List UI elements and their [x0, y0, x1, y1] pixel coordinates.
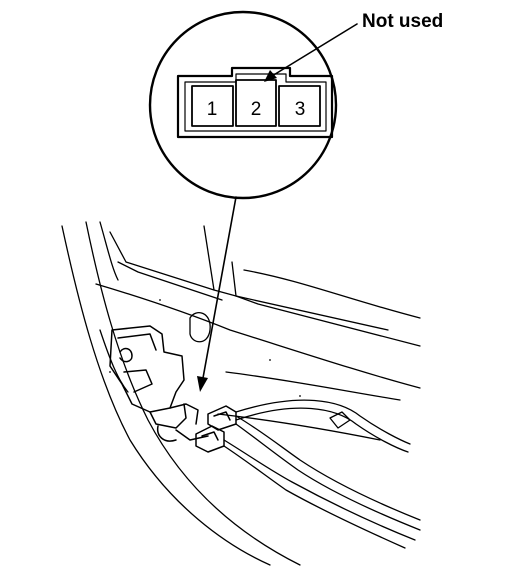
magnifier-leader-arrow: [197, 196, 237, 392]
pin-label-2: 2: [251, 99, 262, 120]
not-used-label: Not used: [362, 11, 443, 32]
connector-face: 1 2 3: [176, 66, 334, 139]
actuator-assembly: [109, 325, 209, 442]
pin-cell-1: [191, 85, 234, 127]
wire-harness: [109, 299, 421, 549]
door-panel-drawing: [61, 221, 421, 566]
harness-connector-lower: [195, 425, 225, 453]
pin-label-1: 1: [207, 99, 218, 120]
not-used-leader-arrow: [264, 23, 358, 82]
pin-cell-3: [278, 85, 321, 127]
magnifier-circle: [148, 10, 338, 200]
pin-cell-2: [235, 79, 277, 127]
pin-label-3: 3: [295, 99, 306, 120]
